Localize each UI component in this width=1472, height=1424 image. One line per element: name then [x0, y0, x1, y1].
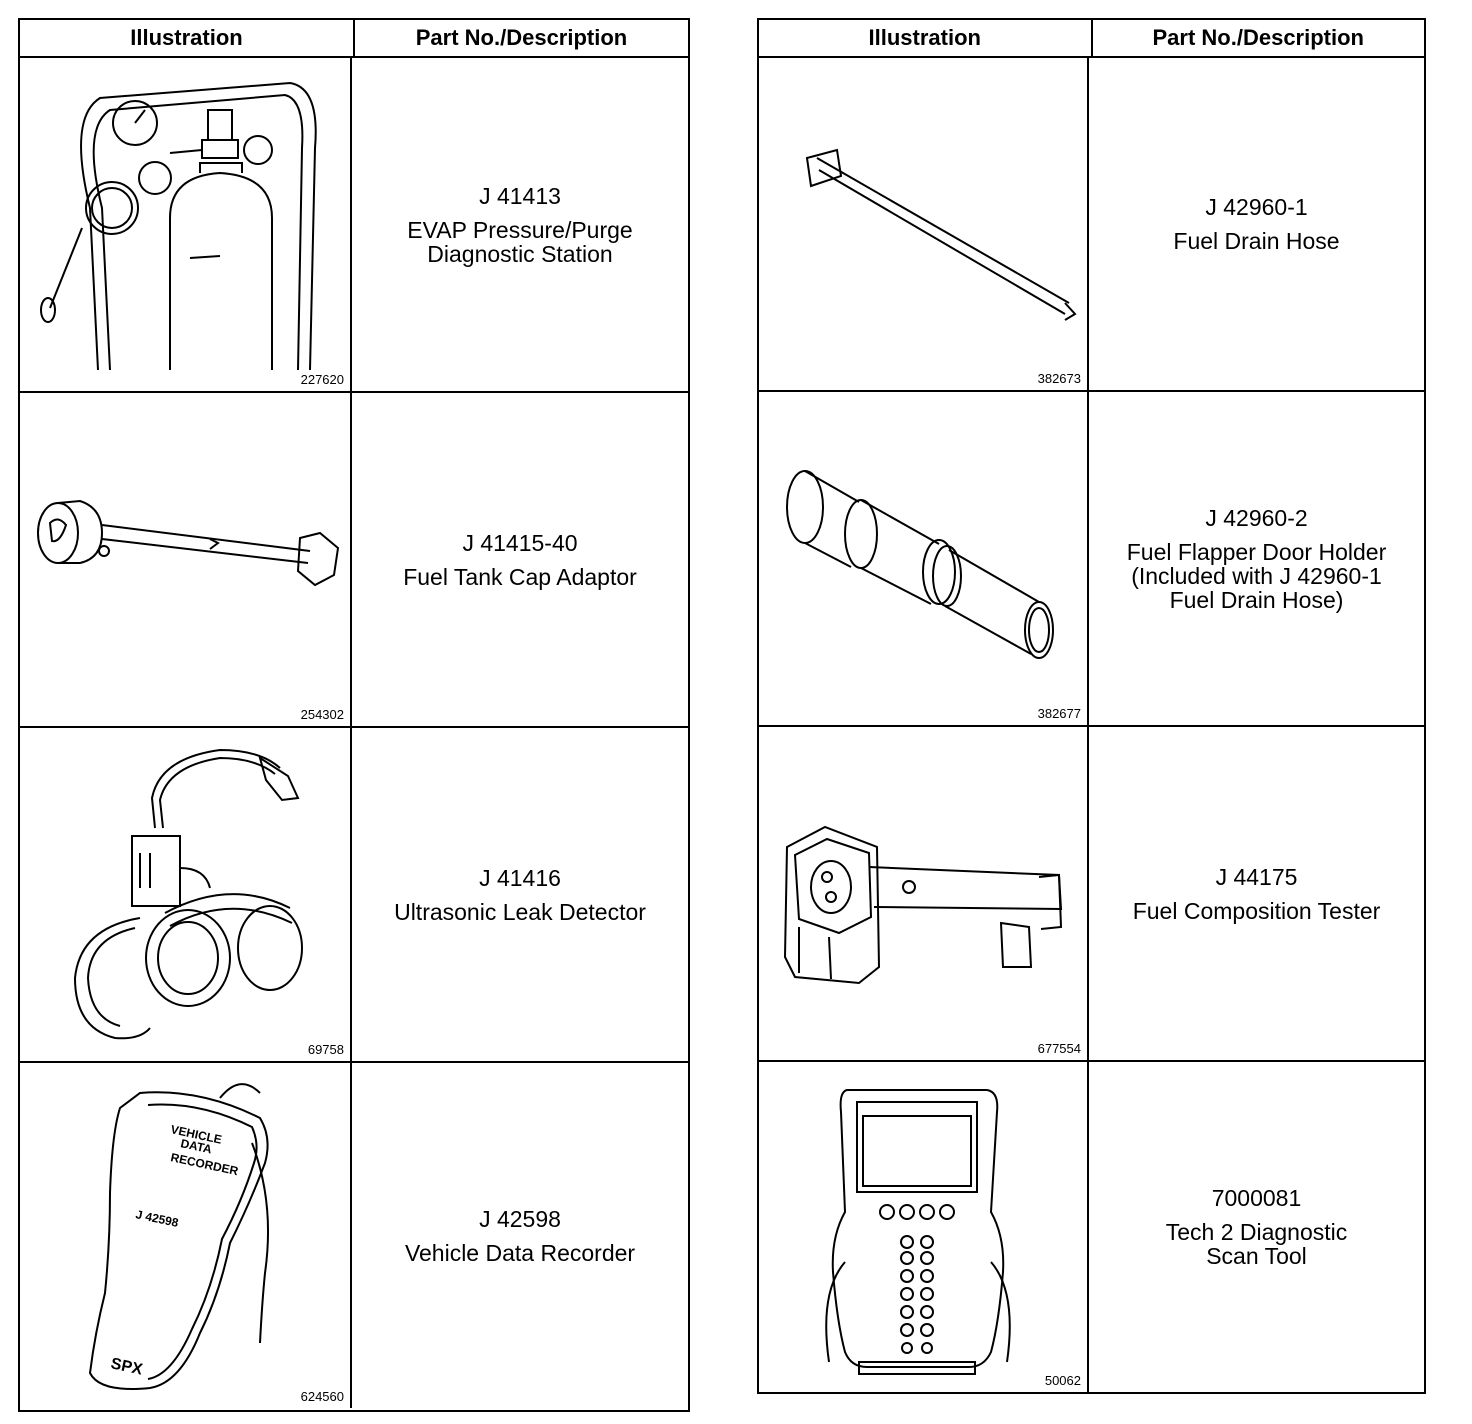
- part-description: Tech 2 Diagnostic Scan Tool: [1165, 1219, 1348, 1269]
- part-number: 7000081: [1211, 1185, 1302, 1211]
- part-number: J 41413: [479, 182, 561, 209]
- part-description-cell: J 44175 Fuel Composition Tester: [1089, 727, 1424, 1060]
- illustration-cell: 382677: [759, 392, 1089, 725]
- part-description-cell: 7000081 Tech 2 Diagnostic Scan Tool: [1089, 1062, 1424, 1392]
- part-description-cell: J 42960-1 Fuel Drain Hose: [1089, 58, 1424, 390]
- part-description: Ultrasonic Leak Detector: [394, 898, 646, 925]
- illustration-cell: 382673: [759, 58, 1089, 390]
- part-number: J 44175: [1215, 863, 1298, 890]
- part-description: Fuel Flapper Door Holder (Included with …: [1126, 538, 1387, 613]
- table-header: Illustration Part No./Description: [20, 20, 688, 58]
- illustration-cell: VEHICLE DATA RECORDER J 42598 SPX 624560: [20, 1063, 352, 1408]
- part-description-cell: J 41416 Ultrasonic Leak Detector: [352, 728, 688, 1061]
- data-recorder-icon: VEHICLE DATA RECORDER J 42598 SPX: [88, 1083, 269, 1390]
- table-row: 677554 J 44175 Fuel Composition Tester: [759, 727, 1424, 1062]
- part-description-cell: J 42960-2 Fuel Flapper Door Holder (Incl…: [1089, 392, 1424, 725]
- left-tools-table: Illustration Part No./Description: [18, 18, 690, 1412]
- flapper-holder-icon: [786, 470, 1054, 659]
- part-number: J 42598: [479, 1205, 561, 1232]
- composition-tester-icon: [783, 825, 1063, 985]
- part-description-cell: J 42598 Vehicle Data Recorder: [352, 1063, 688, 1408]
- device-label: J 42598: [134, 1207, 180, 1230]
- part-number: J 42960-1: [1205, 194, 1308, 220]
- evap-station-icon: [40, 81, 317, 371]
- part-number: J 41416: [479, 864, 561, 891]
- part-number: J 41415-40: [462, 529, 578, 556]
- illustration-cell: 677554: [759, 727, 1089, 1060]
- table-row: 382673 J 42960-1 Fuel Drain Hose: [759, 58, 1424, 392]
- device-label: DATA: [179, 1136, 213, 1156]
- device-brand: SPX: [109, 1355, 144, 1378]
- part-description: EVAP Pressure/Purge Diagnostic Station: [407, 216, 633, 267]
- part-description: Fuel Tank Cap Adaptor: [403, 563, 637, 590]
- table-row: 69758 J 41416 Ultrasonic Leak Detector: [20, 728, 688, 1063]
- table-row: VEHICLE DATA RECORDER J 42598 SPX 624560…: [20, 1063, 688, 1408]
- scan-tool-icon: [825, 1089, 1011, 1375]
- part-header: Part No./Description: [415, 25, 628, 50]
- table-row: 227620 J 41413 EVAP Pressure/Purge Diagn…: [20, 58, 688, 393]
- drain-hose-icon: [805, 148, 1077, 321]
- figure-number: 254302: [300, 707, 344, 722]
- illustration-header: Illustration: [20, 20, 355, 56]
- illustration-header: Illustration: [759, 20, 1093, 56]
- leak-detector-icon: [73, 748, 303, 1040]
- illustration-cell: 50062: [759, 1062, 1089, 1392]
- figure-number: 382677: [1037, 706, 1081, 721]
- table-row: 254302 J 41415-40 Fuel Tank Cap Adaptor: [20, 393, 688, 728]
- part-description: Fuel Composition Tester: [1132, 897, 1381, 924]
- right-tools-table: Illustration Part No./Description 382673…: [757, 18, 1426, 1394]
- part-description: Vehicle Data Recorder: [404, 1239, 636, 1266]
- part-description: Fuel Drain Hose: [1173, 228, 1340, 254]
- figure-number: 50062: [1044, 1373, 1081, 1388]
- figure-number: 677554: [1037, 1041, 1081, 1056]
- part-description-cell: J 41413 EVAP Pressure/Purge Diagnostic S…: [352, 58, 688, 391]
- figure-number: 382673: [1037, 371, 1081, 386]
- table-row: 50062 7000081 Tech 2 Diagnostic Scan Too…: [759, 1062, 1424, 1392]
- illustration-cell: 227620: [20, 58, 352, 391]
- table-row: 382677 J 42960-2 Fuel Flapper Door Holde…: [759, 392, 1424, 727]
- part-description-cell: J 41415-40 Fuel Tank Cap Adaptor: [352, 393, 688, 726]
- table-header: Illustration Part No./Description: [759, 20, 1424, 58]
- cap-adaptor-icon: [37, 499, 340, 587]
- part-header: Part No./Description: [1152, 25, 1364, 50]
- figure-number: 69758: [307, 1042, 344, 1057]
- figure-number: 227620: [300, 372, 344, 387]
- part-number: J 42960-2: [1205, 504, 1308, 531]
- figure-number: 624560: [300, 1389, 344, 1404]
- illustration-cell: 69758: [20, 728, 352, 1061]
- illustration-cell: 254302: [20, 393, 352, 726]
